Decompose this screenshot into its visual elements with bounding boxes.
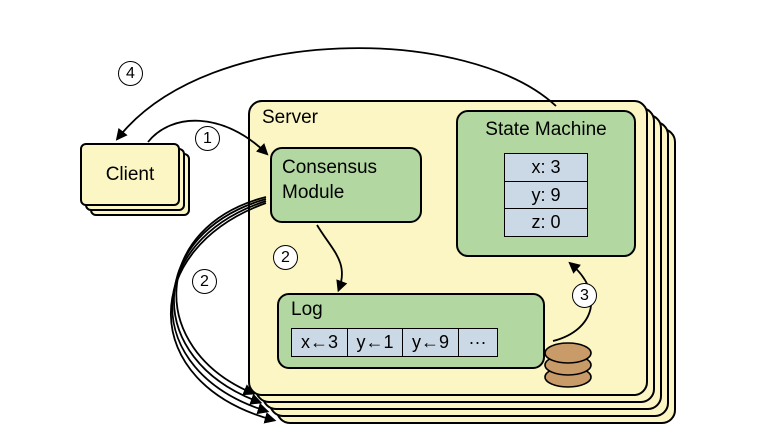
log-entry-cell: y←9 xyxy=(402,328,459,357)
step-badge-4: 4 xyxy=(118,61,143,86)
step-badge-2b: 2 xyxy=(192,269,217,294)
client-box: Client xyxy=(80,143,180,206)
state-machine-title: State Machine xyxy=(485,119,607,140)
log-entries: x←3 y←1 y←9 ··· xyxy=(291,328,498,357)
log-box: Log x←3 y←1 y←9 ··· xyxy=(277,293,545,369)
consensus-module-label: Consensus Module xyxy=(282,157,378,203)
server-label: Server xyxy=(262,107,318,128)
log-entry-cell: x←3 xyxy=(291,328,348,357)
step-badge-2a: 2 xyxy=(273,245,298,270)
state-variable-row: z: 0 xyxy=(504,208,588,237)
state-variable-row: y: 9 xyxy=(504,180,588,210)
state-variable-row: x: 3 xyxy=(504,153,588,182)
disk-icon xyxy=(544,342,592,388)
client-label: Client xyxy=(105,164,155,185)
state-machine-box: State Machine x: 3 y: 9 z: 0 xyxy=(456,110,636,257)
step-badge-1: 1 xyxy=(195,126,220,151)
log-title: Log xyxy=(291,299,323,320)
state-machine-table: x: 3 y: 9 z: 0 xyxy=(504,153,588,237)
consensus-module-box: Consensus Module xyxy=(270,147,422,223)
log-entry-cell: y←1 xyxy=(346,328,404,357)
log-entry-cell-ellipsis: ··· xyxy=(457,328,498,357)
step-badge-3: 3 xyxy=(572,283,597,308)
